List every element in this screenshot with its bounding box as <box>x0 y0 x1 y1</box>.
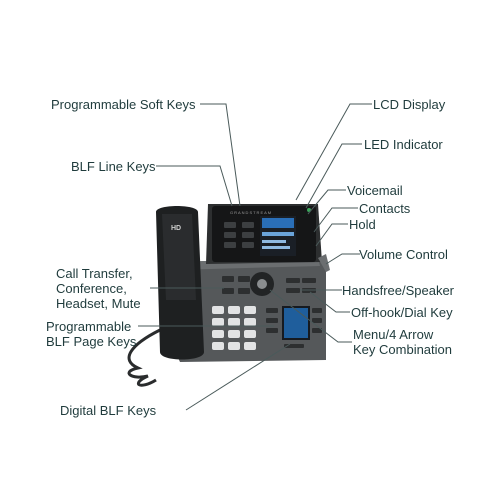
right-keys <box>286 278 316 293</box>
leader-menu-arrow <box>269 289 352 343</box>
leader-lines <box>138 103 372 411</box>
leader-offhook <box>309 291 350 313</box>
label-volume-control: Volume Control <box>359 247 448 262</box>
label-led-indicator: LED Indicator <box>364 137 443 152</box>
label-handsfree-speaker: Handsfree/Speaker <box>342 283 455 298</box>
leader-contacts <box>313 207 358 233</box>
leader-led-indicator <box>305 143 362 209</box>
brand-text: GRANDSTREAM <box>230 210 273 215</box>
label-menu-arrow-key: Menu/4 Arrow Key Combination <box>353 327 452 357</box>
label-digital-blf-keys: Digital BLF Keys <box>60 403 157 418</box>
label-hold: Hold <box>349 217 376 232</box>
leader-lcd-display <box>295 103 372 201</box>
leader-blf-line-keys <box>156 165 233 207</box>
label-offhook-dial-key: Off-hook/Dial Key <box>351 305 453 320</box>
label-blf-line-keys: BLF Line Keys <box>71 159 156 174</box>
leader-hold <box>315 223 348 247</box>
handset-hd-text: HD <box>171 225 182 232</box>
leader-voicemail <box>307 189 346 215</box>
label-programmable-soft-keys: Programmable Soft Keys <box>51 97 196 112</box>
leader-digital-blf <box>185 343 291 411</box>
leader-programmable-soft-keys <box>200 103 241 207</box>
label-contacts: Contacts <box>359 201 411 216</box>
volume-bar <box>318 254 330 272</box>
label-voicemail: Voicemail <box>347 183 403 198</box>
handset-cord <box>127 328 161 387</box>
keypad <box>212 306 256 350</box>
leader-volume-control <box>325 253 360 265</box>
blf-line-keys <box>224 222 254 248</box>
label-call-transfer: Call Transfer, Conference, Headset, Mute <box>56 266 141 311</box>
label-lcd-display: LCD Display <box>373 97 446 112</box>
label-programmable-blf-page-keys: Programmable BLF Page Keys <box>46 319 137 349</box>
function-keys <box>222 276 250 294</box>
